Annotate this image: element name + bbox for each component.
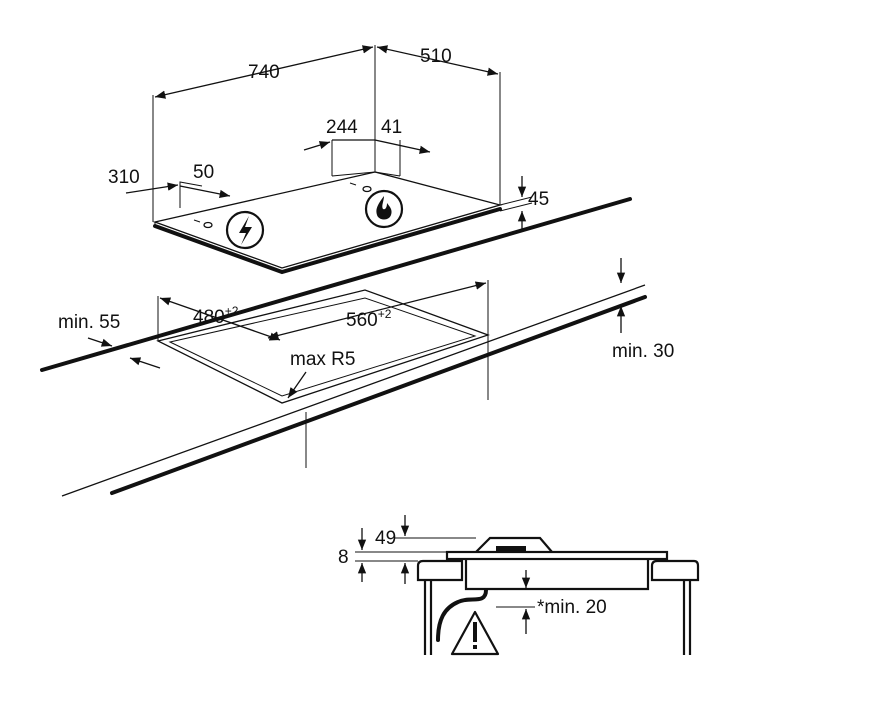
section-hob-plate (445, 550, 669, 561)
dimension-8: 8 (338, 547, 349, 568)
dimension-740: 740 (248, 62, 280, 83)
warning-triangle-icon (450, 610, 500, 656)
dimension-480: 480+2 (193, 304, 239, 328)
dimension-50: 50 (193, 162, 214, 183)
dimension-49: 49 (375, 528, 396, 549)
hob-drawing: 740 510 244 41 310 50 (108, 45, 549, 275)
dimension-244: 244 (326, 117, 358, 138)
dimension-560: 560+2 (346, 307, 392, 331)
dimension-510: 510 (420, 46, 452, 67)
dimension-min-55: min. 55 (58, 312, 120, 333)
dimension-min-30: min. 30 (612, 341, 674, 362)
dimension-45: 45 (528, 189, 549, 210)
dimension-41: 41 (381, 117, 402, 138)
dimension-310: 310 (108, 167, 140, 188)
lightning-icon (225, 210, 265, 250)
section-drawing: 49 8 *min. 20 (338, 515, 700, 656)
flame-icon (364, 189, 404, 229)
dimension-max-r5: max R5 (290, 349, 355, 370)
worktop-drawing: 480+2 560+2 min. 55 max R5 min. 30 (40, 197, 674, 497)
hob-front-edge (153, 207, 502, 275)
dimension-min-20: *min. 20 (537, 597, 607, 618)
